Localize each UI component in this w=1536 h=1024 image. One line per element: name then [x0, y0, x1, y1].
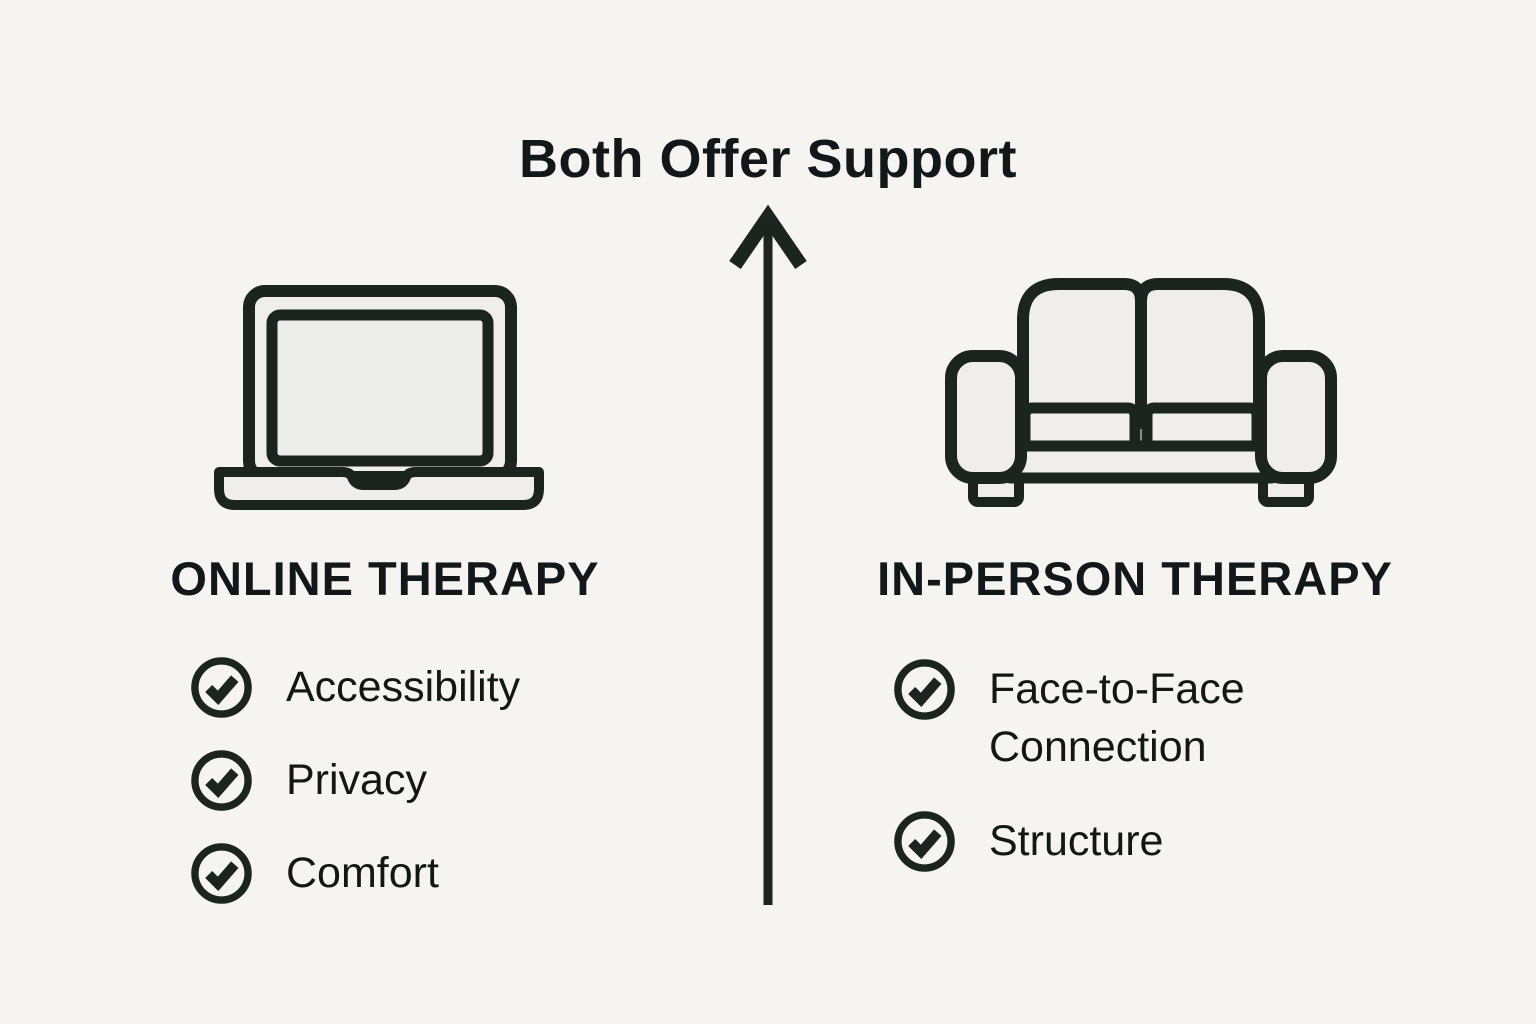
- in-person-therapy-heading: IN-PERSON THERAPY: [877, 552, 1393, 605]
- checklist-item: Privacy: [190, 749, 520, 812]
- online-therapy-checklist: Accessibility Privacy Comfort: [190, 656, 520, 905]
- checklist-item-label: Face-to-Face Connection: [989, 665, 1245, 771]
- checklist-item-label: Privacy: [286, 756, 427, 804]
- page-title: Both Offer Support: [519, 129, 1017, 189]
- checklist-item-label: Structure: [989, 817, 1164, 865]
- checklist-item: Face-to-Face Connection: [893, 658, 1334, 776]
- in-person-therapy-checklist: Face-to-Face Connection Structure: [893, 658, 1334, 873]
- checklist-item: Structure: [893, 810, 1334, 873]
- check-circle-icon: [191, 750, 252, 811]
- up-arrow-svg: [729, 204, 807, 905]
- checklist-item-label: Accessibility: [286, 663, 521, 711]
- checklist-item: Comfort: [190, 842, 520, 905]
- sofa-icon: [945, 278, 1337, 510]
- checklist-item: Accessibility: [190, 656, 520, 719]
- checklist-item-label: Comfort: [286, 849, 439, 897]
- check-circle-icon: [191, 843, 252, 904]
- check-circle-icon: [191, 657, 252, 718]
- online-therapy-heading: ONLINE THERAPY: [170, 552, 600, 605]
- check-circle-icon: [894, 659, 955, 720]
- up-arrow-icon: [722, 204, 814, 910]
- laptop-icon: [212, 283, 546, 511]
- check-circle-icon: [894, 811, 955, 872]
